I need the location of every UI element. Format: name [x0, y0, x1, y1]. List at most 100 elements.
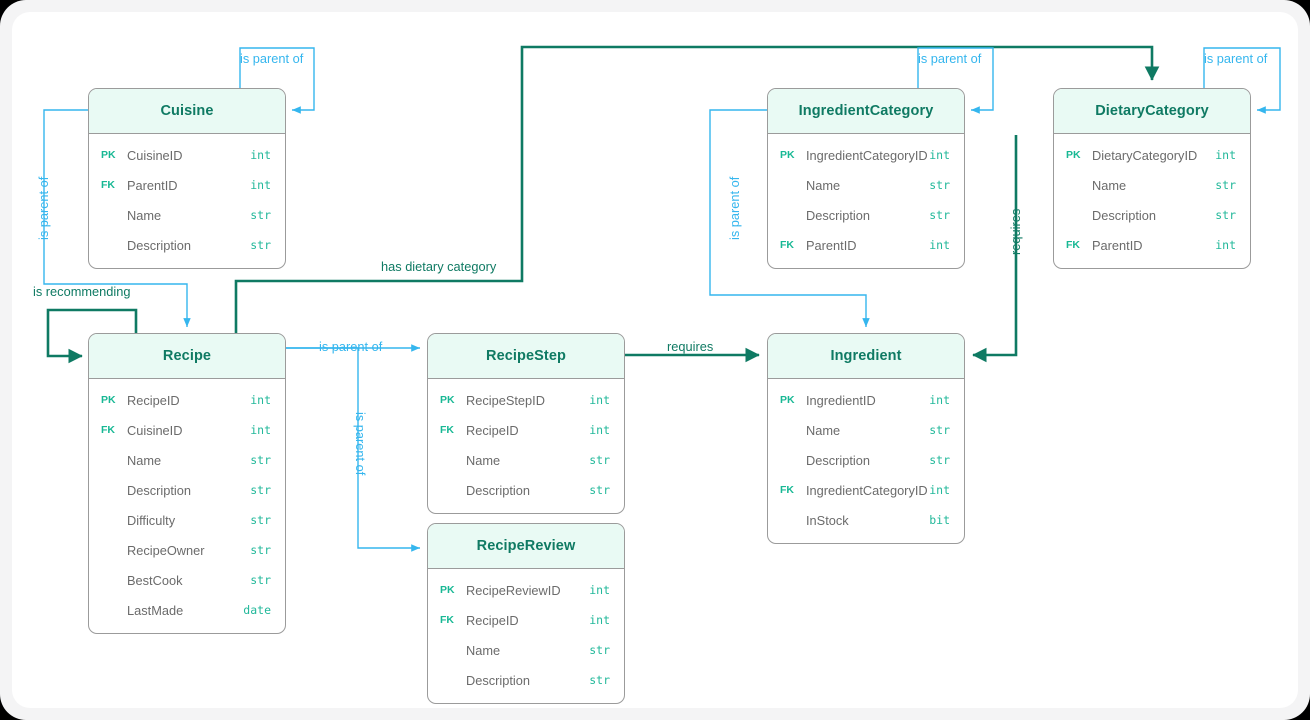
edge-label-recipe-self: is recommending: [33, 284, 131, 299]
edge-label-recipe-recipestep: is parent of: [319, 339, 383, 354]
entity-header-recipereview: RecipeReview: [428, 524, 624, 569]
attribute-type: int: [1215, 148, 1236, 162]
attribute-row[interactable]: InStock bit: [768, 505, 964, 535]
foreign-key-badge: FK: [101, 424, 115, 436]
attribute-name: RecipeID: [127, 392, 180, 408]
attribute-type: bit: [929, 513, 950, 527]
attribute-name: BestCook: [127, 572, 183, 588]
attribute-type: str: [1215, 208, 1236, 222]
attribute-type: str: [929, 208, 950, 222]
attribute-name: Description: [806, 207, 871, 223]
attribute-name: Name: [466, 642, 501, 658]
attribute-name: LastMade: [127, 602, 184, 618]
entity-title-recipereview: RecipeReview: [476, 538, 576, 554]
entity-header-cuisine: Cuisine: [89, 89, 285, 134]
attribute-row[interactable]: LastMade date: [89, 595, 285, 625]
entity-header-ingredientcategory: IngredientCategory: [768, 89, 964, 134]
attribute-type: int: [250, 178, 271, 192]
foreign-key-badge: FK: [440, 424, 454, 436]
primary-key-badge: PK: [440, 584, 455, 596]
attribute-type: str: [929, 178, 950, 192]
primary-key-badge: PK: [440, 394, 455, 406]
edge-label-dietary-ingredient: requires: [1008, 208, 1023, 255]
attribute-row[interactable]: Description str: [428, 475, 624, 505]
attribute-type: str: [589, 483, 610, 497]
attribute-row[interactable]: Description str: [768, 200, 964, 230]
attribute-type: date: [243, 603, 271, 617]
attribute-name: IngredientID: [806, 392, 876, 408]
attribute-name: RecipeID: [466, 612, 519, 628]
attribute-name: Name: [806, 177, 841, 193]
attribute-type: str: [250, 513, 271, 527]
attribute-type: str: [250, 208, 271, 222]
edge-label-recipe-recipereview: is parent of: [353, 412, 368, 476]
attribute-type: str: [589, 673, 610, 687]
entity-title-ingredient: Ingredient: [830, 348, 902, 364]
entity-title-dietarycategory: DietaryCategory: [1095, 103, 1209, 119]
entity-title-ingredientcategory: IngredientCategory: [798, 103, 934, 119]
attribute-type: str: [250, 573, 271, 587]
attribute-row[interactable]: BestCook str: [89, 565, 285, 595]
attribute-type: int: [250, 393, 271, 407]
primary-key-badge: PK: [780, 149, 795, 161]
attribute-name: Description: [806, 452, 871, 468]
attribute-row[interactable]: Name str: [89, 200, 285, 230]
attribute-row[interactable]: Name str: [428, 635, 624, 665]
attribute-name: Description: [466, 482, 531, 498]
attribute-name: Name: [127, 452, 162, 468]
attribute-name: Name: [127, 207, 162, 223]
entity-header-recipe: Recipe: [89, 334, 285, 379]
attribute-name: Name: [1092, 177, 1127, 193]
edge-label-ingcat-ingredient: is parent of: [727, 176, 742, 240]
attribute-type: str: [1215, 178, 1236, 192]
foreign-key-badge: FK: [780, 239, 794, 251]
entity-title-cuisine: Cuisine: [160, 103, 214, 119]
edge-label-recipestep-ingredient: requires: [667, 339, 714, 354]
attribute-name: InStock: [806, 512, 849, 528]
entity-header-dietarycategory: DietaryCategory: [1054, 89, 1250, 134]
edge-label-dietary-self: is parent of: [1204, 51, 1268, 66]
attribute-type: int: [589, 613, 610, 627]
attribute-row[interactable]: Name str: [768, 170, 964, 200]
attribute-type: str: [589, 643, 610, 657]
attribute-row[interactable]: Name str: [1054, 170, 1250, 200]
attribute-name: RecipeStepID: [466, 392, 545, 408]
